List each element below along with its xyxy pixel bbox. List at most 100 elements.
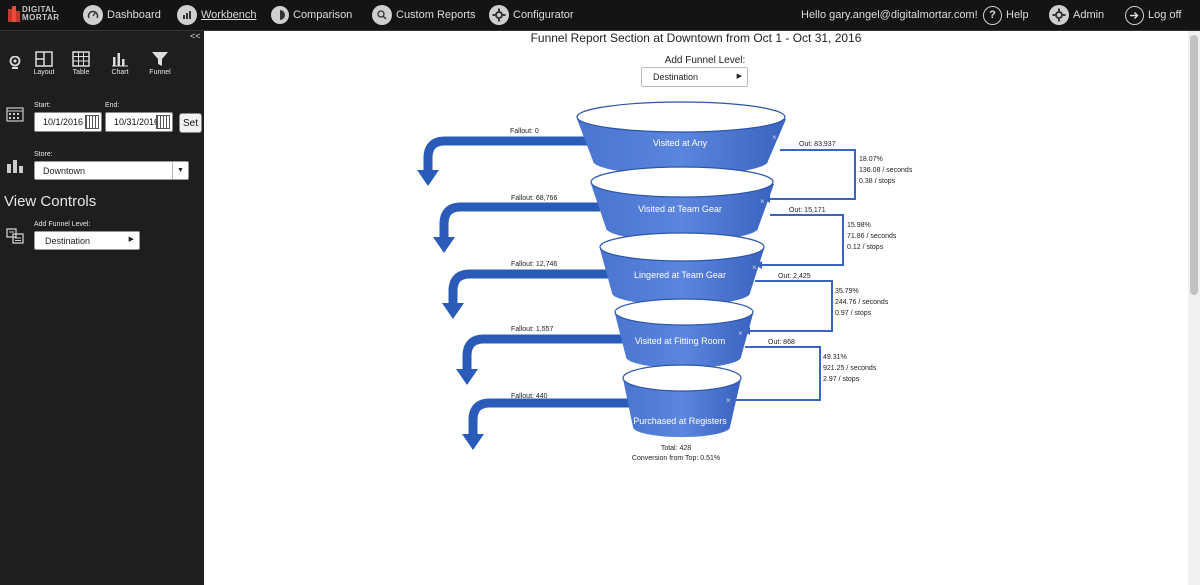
funnel-stage-5 [622,364,742,438]
remove-stage-icon[interactable]: × [752,263,757,272]
fallout-arrow [468,398,633,436]
nav-dashboard-label: Dashboard [107,9,161,21]
chevron-down-icon: ▼ [172,162,188,179]
brand-name-line2: MORTAR [22,13,60,22]
funnel-stage-1 [576,101,786,176]
user-greeting-text: Hello gary.angel@digitalmortar.com! [801,9,978,21]
transition-seconds: 921.25 / seconds [823,365,877,372]
nav-workbench[interactable]: Workbench [177,0,256,30]
nav-custom-reports-label: Custom Reports [396,9,476,21]
nav-help-label: Help [1006,9,1029,21]
funnel-stage-3 [599,232,765,306]
nav-logoff-label: Log off [1148,9,1182,21]
nav-help[interactable]: ? Help [983,0,1029,30]
start-date-calendar-icon[interactable] [85,115,99,129]
end-date-input[interactable]: 10/31/2016 [105,112,173,132]
fallout-arrowhead [442,303,464,319]
remove-stage-icon[interactable]: × [726,396,731,405]
funnel-chart: × × × × × Visited at Any Visited at Team… [417,101,913,462]
transition-percent: 15.98% [847,222,871,229]
fallout-arrowhead [433,237,455,253]
transition-seconds: 136.08 / seconds [859,167,913,174]
nav-admin-label: Admin [1073,9,1105,21]
store-label: Store: [34,151,53,158]
chevron-right-icon: ▶ [736,73,742,80]
tool-table[interactable]: Table [66,51,96,76]
nav-workbench-label: Workbench [201,9,257,21]
fallout-arrowhead [462,434,484,450]
tool-layout-label: Layout [33,69,55,76]
fallout-arrow [439,202,600,239]
out-label: Out: 2,425 [778,273,811,280]
nav-configurator[interactable]: Configurator [489,0,574,30]
help-icon: ? [983,5,1002,25]
main-report-area: Funnel Report Section at Downtown from O… [204,31,1188,585]
add-funnel-level-select[interactable]: Destination ▶ [641,67,748,87]
sidebar-funnel-level-select[interactable]: Destination ▶ [34,231,140,250]
vertical-scrollbar[interactable] [1188,31,1200,585]
scrollbar-thumb[interactable] [1190,35,1198,295]
transition-seconds: 244.76 / seconds [835,299,889,306]
nav-admin[interactable]: Admin [1049,0,1104,30]
table-icon [72,51,90,67]
remove-stage-icon[interactable]: × [760,197,765,206]
out-bracket [762,214,844,266]
tool-chart-label: Chart [111,69,129,76]
store-select[interactable]: Downtown ▼ [34,161,189,180]
funnel-level-icon [6,228,24,244]
fallout-arrows [423,136,633,436]
fallout-arrowhead [456,369,478,385]
tool-funnel-label: Funnel [149,69,171,76]
transition-percent: 49.31% [823,354,847,361]
nav-custom-reports[interactable]: Custom Reports [372,0,475,30]
transition-stops: 2.97 / stops [823,376,860,383]
webcam-icon [9,56,21,69]
nav-dashboard[interactable]: Dashboard [83,0,161,30]
workbench-icon [177,5,197,25]
funnel-icon [152,52,168,66]
top-nav-bar: DIGITAL MORTAR Dashboard Workbench Compa… [0,0,1200,31]
nav-comparison[interactable]: Comparison [271,0,352,30]
funnel-stage-label: Lingered at Team Gear [634,270,726,280]
remove-stage-icon[interactable]: × [772,133,777,142]
collapse-sidebar-button[interactable]: << [190,31,201,41]
tool-chart[interactable]: Chart [105,51,135,76]
end-date-calendar-icon[interactable] [156,115,170,129]
store-icon [7,160,23,173]
custom-reports-icon [372,5,392,25]
user-greeting: Hello gary.angel@digitalmortar.com! [801,0,978,30]
logoff-icon [1125,5,1144,25]
out-bracket [770,149,856,200]
nav-configurator-label: Configurator [513,9,574,21]
store-select-value: Downtown [43,165,86,176]
fallout-label: Fallout: 12,746 [511,261,557,268]
configurator-gear-icon [489,5,509,25]
report-title: Funnel Report Section at Downtown from O… [530,31,862,45]
nav-logoff[interactable]: Log off [1125,0,1181,30]
tool-table-label: Table [72,69,90,76]
set-date-button[interactable]: Set [179,113,202,133]
funnel-conversion: Conversion from Top: 0.51% [632,455,720,462]
out-bracket [750,280,833,332]
transition-percent: 18.07% [859,156,883,163]
out-brackets [735,149,856,401]
out-label: Out: 868 [768,339,795,346]
chevron-right-icon: ▶ [128,236,134,243]
fallout-arrow [448,269,610,305]
comparison-icon [271,6,289,24]
fallout-arrowhead [417,170,439,186]
start-date-input[interactable]: 10/1/2016 [34,112,102,132]
funnel-stage-label: Visited at Team Gear [638,204,722,214]
remove-stage-icon[interactable]: × [738,329,743,338]
brand-name-line1: DIGITAL [22,5,57,14]
chart-icon [112,53,128,67]
funnel-stage-4 [614,298,754,369]
brand-logo[interactable]: DIGITAL MORTAR [8,6,60,22]
start-date-value: 10/1/2016 [43,117,84,127]
tool-funnel[interactable]: Funnel [145,51,175,76]
funnel-stage-2 [590,166,774,241]
fallout-label: Fallout: 68,766 [511,195,557,202]
funnel-total: Total: 428 [661,445,691,452]
end-date-value: 10/31/2016 [114,117,160,127]
tool-layout[interactable]: Layout [29,51,59,76]
